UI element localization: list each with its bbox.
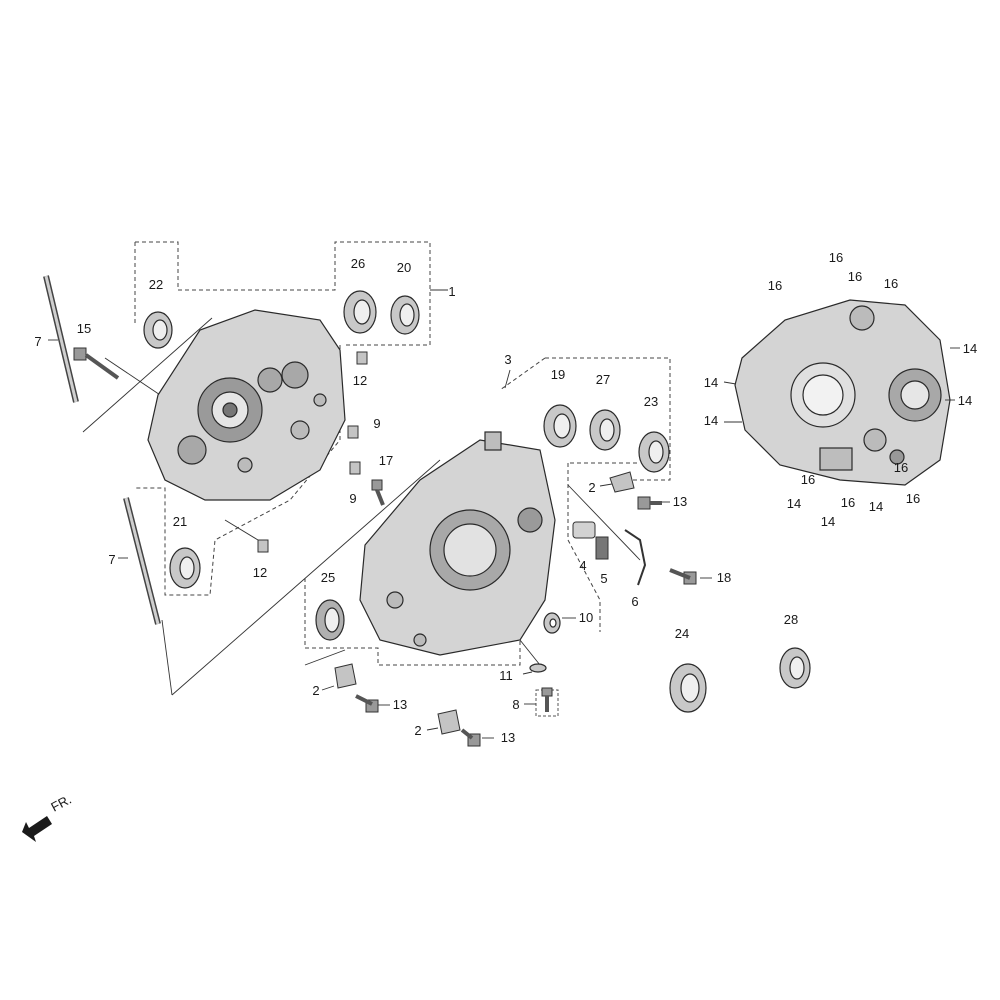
callout-c21: 21 xyxy=(173,514,187,529)
callout-c16f: 16 xyxy=(841,495,855,510)
callout-c23: 23 xyxy=(644,394,658,409)
dowel-12a xyxy=(356,351,368,365)
callout-c19: 19 xyxy=(551,367,565,382)
callout-c7b: 7 xyxy=(108,552,115,567)
bearing-24 xyxy=(669,663,707,713)
clip-2b xyxy=(334,663,357,689)
callout-c9b: 9 xyxy=(349,491,356,506)
callout-c9a: 9 xyxy=(373,416,380,431)
bearing-27 xyxy=(589,409,621,451)
callout-c14d: 14 xyxy=(704,413,718,428)
washer-11 xyxy=(529,663,547,673)
callout-c18: 18 xyxy=(717,570,731,585)
callout-c1: 1 xyxy=(448,284,455,299)
group-outline-3 xyxy=(304,357,671,666)
callout-c20: 20 xyxy=(397,260,411,275)
callout-c2a: 2 xyxy=(588,480,595,495)
callout-c3: 3 xyxy=(504,352,511,367)
callout-c26: 26 xyxy=(351,256,365,271)
spring-5 xyxy=(595,536,609,560)
plate-9a xyxy=(347,425,359,439)
center-crankcase-half xyxy=(359,431,556,656)
callout-c2c: 2 xyxy=(414,723,421,738)
callout-c27: 27 xyxy=(596,372,610,387)
fasteners xyxy=(43,275,697,747)
bearing-23 xyxy=(638,431,670,473)
callout-c16a: 16 xyxy=(768,278,782,293)
lever-6 xyxy=(624,529,647,586)
callout-c17: 17 xyxy=(379,453,393,468)
seal-25 xyxy=(315,599,345,641)
callout-c25: 25 xyxy=(321,570,335,585)
callout-c13a: 13 xyxy=(673,494,687,509)
callout-c16g: 16 xyxy=(906,491,920,506)
dowel-4 xyxy=(572,521,596,539)
bearing-26 xyxy=(343,290,377,334)
bearing-19 xyxy=(543,404,577,448)
dowel-12b xyxy=(257,539,269,553)
group-outline-1 xyxy=(134,241,448,596)
callout-c16b: 16 xyxy=(829,250,843,265)
front-label: FR. xyxy=(48,792,74,815)
callout-c12b: 12 xyxy=(253,565,267,580)
bearing-20 xyxy=(390,295,420,335)
callout-c24: 24 xyxy=(675,626,689,641)
callout-c11: 11 xyxy=(499,668,513,683)
stud-bolt-7-lower xyxy=(123,497,161,625)
callout-c12a: 12 xyxy=(353,373,367,388)
left-crankcase-half xyxy=(147,309,346,501)
callout-c13b: 13 xyxy=(393,697,407,712)
callout-c16c: 16 xyxy=(848,269,862,284)
callout-c15: 15 xyxy=(77,321,91,336)
leader-lines xyxy=(82,317,641,696)
plate-9b xyxy=(349,461,361,475)
callout-c16d: 16 xyxy=(884,276,898,291)
callout-c10: 10 xyxy=(579,610,593,625)
callout-c14g: 14 xyxy=(869,499,883,514)
bolt-17 xyxy=(371,479,385,506)
callout-c14c: 14 xyxy=(958,393,972,408)
callout-c16h: 16 xyxy=(894,460,908,475)
bearing-28 xyxy=(779,647,811,689)
bearings xyxy=(143,290,811,713)
callout-c5: 5 xyxy=(600,571,607,586)
callout-c28: 28 xyxy=(784,612,798,627)
front-direction-arrow: FR. xyxy=(22,792,74,842)
callout-c4: 4 xyxy=(579,558,586,573)
callout-c14a: 14 xyxy=(963,341,977,356)
bearing-22 xyxy=(143,311,173,349)
callout-c14f: 14 xyxy=(821,514,835,529)
callout-c7a: 7 xyxy=(34,334,41,349)
bolt-13b xyxy=(355,694,379,713)
callout-c2b: 2 xyxy=(312,683,319,698)
clip-2c xyxy=(437,709,461,735)
bolt-18 xyxy=(669,568,697,585)
right-crankcase-half xyxy=(734,299,951,486)
callout-c6: 6 xyxy=(631,594,638,609)
callout-c14b: 14 xyxy=(704,375,718,390)
bearing-21 xyxy=(169,547,201,589)
callout-c22: 22 xyxy=(149,277,163,292)
callout-c13c: 13 xyxy=(501,730,515,745)
short-leaders xyxy=(48,339,960,739)
washer-10 xyxy=(543,612,561,634)
bolt-15 xyxy=(73,347,120,380)
bolt-8 xyxy=(535,687,559,717)
callout-c14e: 14 xyxy=(787,496,801,511)
clip-2a xyxy=(609,471,635,493)
bolt-13a xyxy=(637,496,662,510)
callout-c16e: 16 xyxy=(801,472,815,487)
bolt-13c xyxy=(460,728,481,747)
callout-c8: 8 xyxy=(512,697,519,712)
stud-bolt-7-upper xyxy=(43,275,79,403)
